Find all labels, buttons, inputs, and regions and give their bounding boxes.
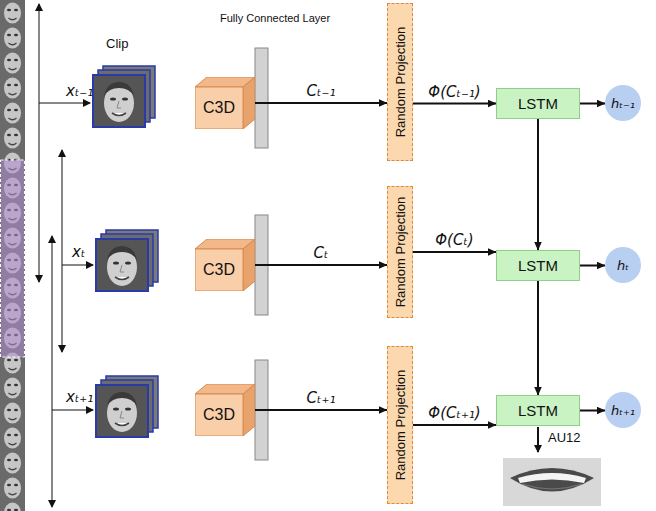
node-text: Random Projection <box>393 197 408 308</box>
arrow-connector <box>580 103 605 105</box>
arrow-connector <box>413 251 496 253</box>
node-text: C3D <box>203 261 235 279</box>
lstm-box: LSTM <box>496 395 580 426</box>
arrow-connector <box>537 119 539 250</box>
c3d-label-holder: C3D <box>195 394 243 436</box>
layer-label: Fully Connected Layer <box>220 12 330 24</box>
clip-label: Clip <box>106 36 128 51</box>
edge-label: Cₜ₊₁ <box>306 389 337 407</box>
projection-box: Random Projection <box>387 346 413 504</box>
projection-box: Random Projection <box>387 3 413 161</box>
node-text: LSTM <box>518 257 558 274</box>
hidden-state-circle: hₜ₊₁ <box>605 392 641 428</box>
arrow-connector <box>255 409 387 411</box>
arrow-connector <box>580 410 605 412</box>
projection-box: Random Projection <box>387 186 413 318</box>
input-label: xₜ₊₁ <box>66 388 93 406</box>
c3d-front <box>195 394 243 436</box>
c3d-block: C3D <box>195 239 255 291</box>
c3d-label-holder: C3D <box>195 249 243 291</box>
edge-label: Cₜ₋₁ <box>306 82 337 100</box>
input-label: xₜ₋₁ <box>66 82 93 100</box>
node-text: Random Projection <box>393 27 408 138</box>
node-text: hₜ₋₁ <box>611 96 635 111</box>
edge-label: Φ(Cₜ₋₁) <box>427 83 481 101</box>
arrow-connector <box>413 103 496 105</box>
node-text: C3D <box>203 406 235 424</box>
node-text: Random Projection <box>393 370 408 481</box>
c3d-front <box>195 87 243 129</box>
c3d-block: C3D <box>195 77 255 129</box>
action-unit-label: AU12 <box>548 430 581 445</box>
c3d-block: C3D <box>195 384 255 436</box>
lstm-box: LSTM <box>496 250 580 281</box>
lstm-box: LSTM <box>496 88 580 119</box>
c3d-side <box>243 239 255 291</box>
arrow-connector <box>255 102 387 104</box>
edge-label: Φ(Cₜ) <box>434 231 474 249</box>
node-text: LSTM <box>518 95 558 112</box>
c3d-label-holder: C3D <box>195 87 243 129</box>
node-text: hₜ₊₁ <box>611 403 635 418</box>
arrow-connector <box>580 265 605 267</box>
input-label: xₜ <box>72 243 85 261</box>
edge-label: Cₜ <box>313 244 330 262</box>
arrow-connector <box>255 264 387 266</box>
node-text: C3D <box>203 99 235 117</box>
arrow-connector <box>537 281 539 395</box>
c3d-side <box>243 384 255 436</box>
edge-label: Φ(Cₜ₊₁) <box>427 404 481 422</box>
node-text: LSTM <box>518 402 558 419</box>
c3d-side <box>243 77 255 129</box>
c3d-front <box>195 249 243 291</box>
hidden-state-circle: hₜ <box>605 247 641 283</box>
hidden-state-circle: hₜ₋₁ <box>605 85 641 121</box>
arrow-connector <box>413 424 496 426</box>
node-text: hₜ <box>617 258 629 273</box>
